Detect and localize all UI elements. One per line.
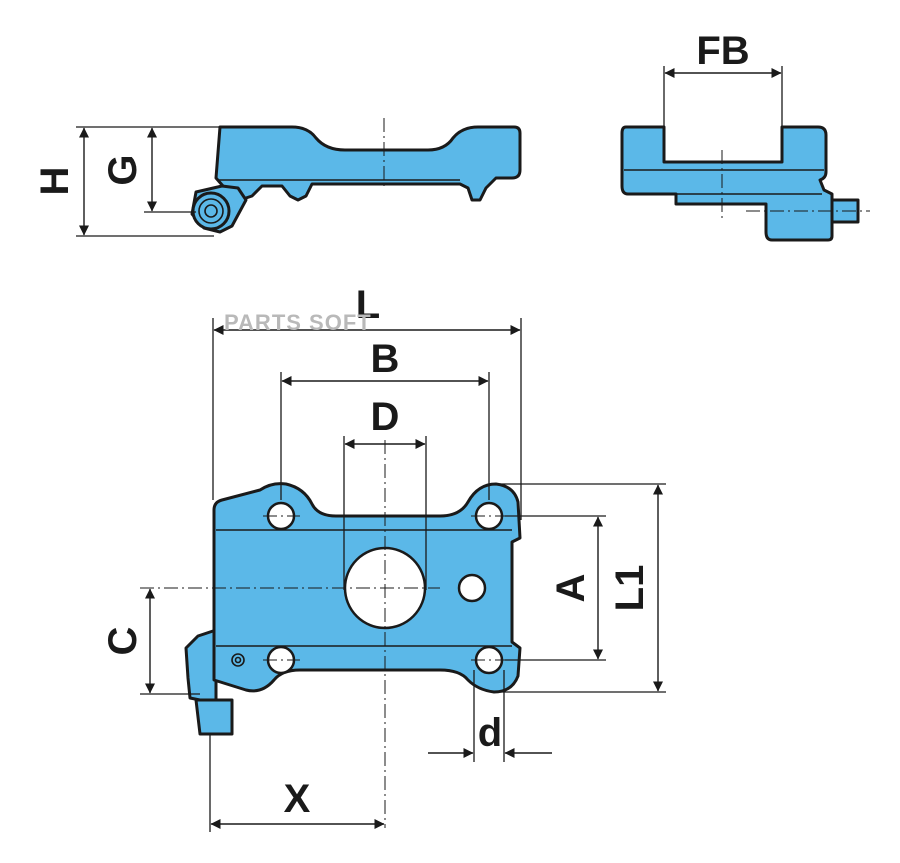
stamp-mark [231,653,245,667]
dim-label-L: L [356,283,380,327]
dim-label-B: B [371,337,400,381]
dim-label-FB: FB [696,29,749,73]
dim-label-d: d [478,711,502,755]
dim-label-X: X [284,777,311,821]
dim-label-A: A [549,574,593,603]
side-hole [457,573,487,603]
end-view: FB [620,29,870,242]
dim-label-C: C [101,627,145,656]
dim-label-L1: L1 [608,565,652,612]
dim-label-D: D [371,395,400,439]
end-view-body [620,125,834,242]
side-view-body [214,125,522,202]
watermark-text: PARTS SOFT [224,310,372,335]
plan-view: L B D A L1 C d X [101,283,666,832]
dim-label-G: G [101,154,145,185]
dim-label-H: H [33,167,77,196]
side-view: H G [33,118,522,237]
